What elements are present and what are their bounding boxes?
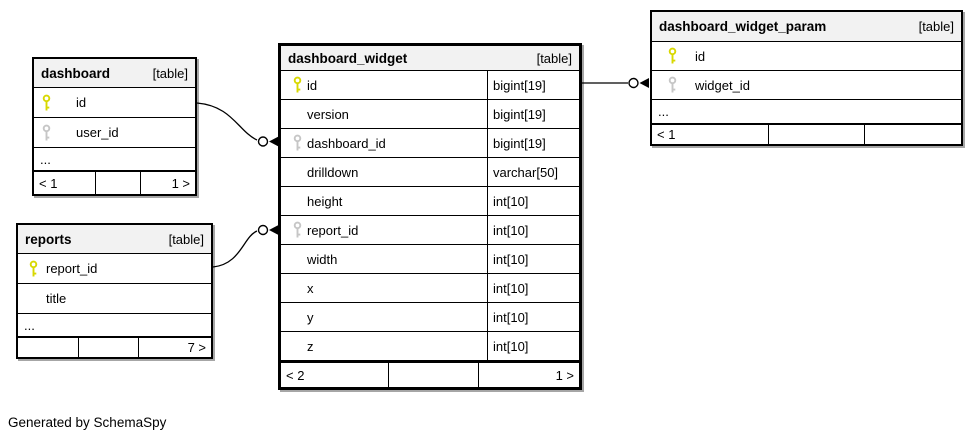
column-name: height [307, 193, 343, 209]
pager: < 2 1 > [281, 361, 579, 387]
connector-dashboard-to-widget [196, 102, 258, 141]
column-type: int[10] [487, 303, 579, 331]
column-name: user_id [76, 125, 119, 140]
more-columns-indicator: ... [24, 317, 35, 333]
column-type: int[10] [487, 245, 579, 273]
foreign-key-icon [668, 76, 677, 94]
table-type-badge: [table] [152, 65, 188, 81]
table-reports[interactable]: reports [table] report_id title ... 7 > [16, 223, 213, 359]
pager-right [864, 125, 961, 144]
more-columns-indicator: ... [658, 104, 669, 119]
column-type: bigint[19] [487, 71, 579, 99]
column-row: report_id int[10] [281, 216, 579, 245]
table-header: dashboard_widget_param [table] [652, 12, 961, 42]
column-type: int[10] [487, 216, 579, 244]
table-header: dashboard_widget [table] [281, 46, 579, 71]
column-name: report_id [46, 261, 98, 276]
column-type: bigint[19] [487, 129, 579, 157]
primary-key-icon [668, 47, 677, 65]
column-row: id [652, 42, 961, 71]
column-type: int[10] [487, 187, 579, 215]
pager-mid [388, 363, 478, 387]
column-name: x [307, 280, 314, 296]
pager-mid [768, 125, 864, 144]
zero-cardinality-circle [257, 224, 269, 236]
pager-right[interactable]: 7 > [138, 338, 211, 357]
table-name[interactable]: reports [25, 231, 72, 247]
table-dashboard-widget[interactable]: dashboard_widget [table] id bigint[19] v… [278, 43, 582, 390]
pager-mid [78, 338, 138, 357]
column-type: int[10] [487, 332, 579, 360]
column-name: widget_id [695, 77, 750, 93]
table-type-badge: [table] [918, 19, 954, 34]
column-name: id [695, 48, 706, 64]
column-row: widget_id [652, 71, 961, 100]
column-row: width int[10] [281, 245, 579, 274]
pager-left[interactable]: < 1 [657, 127, 676, 142]
column-row: version bigint[19] [281, 100, 579, 129]
column-type: int[10] [487, 274, 579, 302]
foreign-key-icon [293, 221, 302, 239]
column-row: id bigint[19] [281, 71, 579, 100]
generated-by-note: Generated by SchemaSpy [8, 415, 167, 430]
column-type: varchar[50] [487, 158, 579, 186]
table-dashboard-widget-param[interactable]: dashboard_widget_param [table] id widget… [650, 10, 963, 146]
connector-reports-to-widget [212, 230, 258, 268]
column-row: report_id [18, 254, 211, 284]
column-type: bigint[19] [487, 100, 579, 128]
foreign-key-icon [293, 134, 302, 152]
table-dashboard[interactable]: dashboard [table] id user_id ... < 1 1 [32, 57, 197, 196]
column-row: y int[10] [281, 303, 579, 332]
column-row: x int[10] [281, 274, 579, 303]
table-header: dashboard [table] [34, 59, 195, 88]
table-header: reports [table] [18, 225, 211, 254]
column-name: id [307, 77, 318, 93]
arrowhead-icon [639, 78, 649, 88]
pager-right[interactable]: 1 > [478, 363, 579, 387]
table-type-badge: [table] [536, 50, 572, 66]
column-name: dashboard_id [307, 135, 386, 151]
pager: < 1 [652, 123, 961, 144]
pager-left[interactable]: < 1 [39, 175, 58, 191]
column-name: version [307, 106, 349, 122]
pager-left [18, 338, 78, 357]
table-type-badge: [table] [168, 231, 204, 247]
pager-left[interactable]: < 2 [286, 367, 305, 383]
column-row: drilldown varchar[50] [281, 158, 579, 187]
column-row: dashboard_id bigint[19] [281, 129, 579, 158]
zero-cardinality-circle [257, 136, 269, 147]
column-name: y [307, 309, 314, 325]
pager-mid [95, 172, 140, 194]
pager: 7 > [18, 336, 211, 357]
column-name: z [307, 338, 314, 354]
column-name: title [46, 291, 67, 306]
column-name: drilldown [307, 164, 359, 180]
column-name: id [76, 95, 87, 110]
primary-key-icon [42, 94, 51, 111]
column-row: height int[10] [281, 187, 579, 216]
column-name: width [307, 251, 338, 267]
column-row: z int[10] [281, 332, 579, 361]
column-row: id [34, 88, 195, 118]
primary-key-icon [293, 76, 302, 94]
more-columns-indicator: ... [40, 151, 51, 167]
primary-key-icon [29, 260, 38, 277]
arrowhead-icon [269, 225, 279, 235]
zero-cardinality-circle [628, 77, 639, 89]
table-name[interactable]: dashboard_widget_param [659, 19, 827, 34]
column-row: title [18, 284, 211, 314]
foreign-key-icon [42, 124, 51, 141]
table-name[interactable]: dashboard_widget [288, 50, 408, 66]
pager-right[interactable]: 1 > [140, 172, 195, 194]
pager: < 1 1 > [34, 170, 195, 194]
column-name: report_id [307, 222, 359, 238]
column-row: user_id [34, 118, 195, 148]
arrowhead-icon [269, 136, 279, 147]
table-name[interactable]: dashboard [41, 65, 111, 81]
